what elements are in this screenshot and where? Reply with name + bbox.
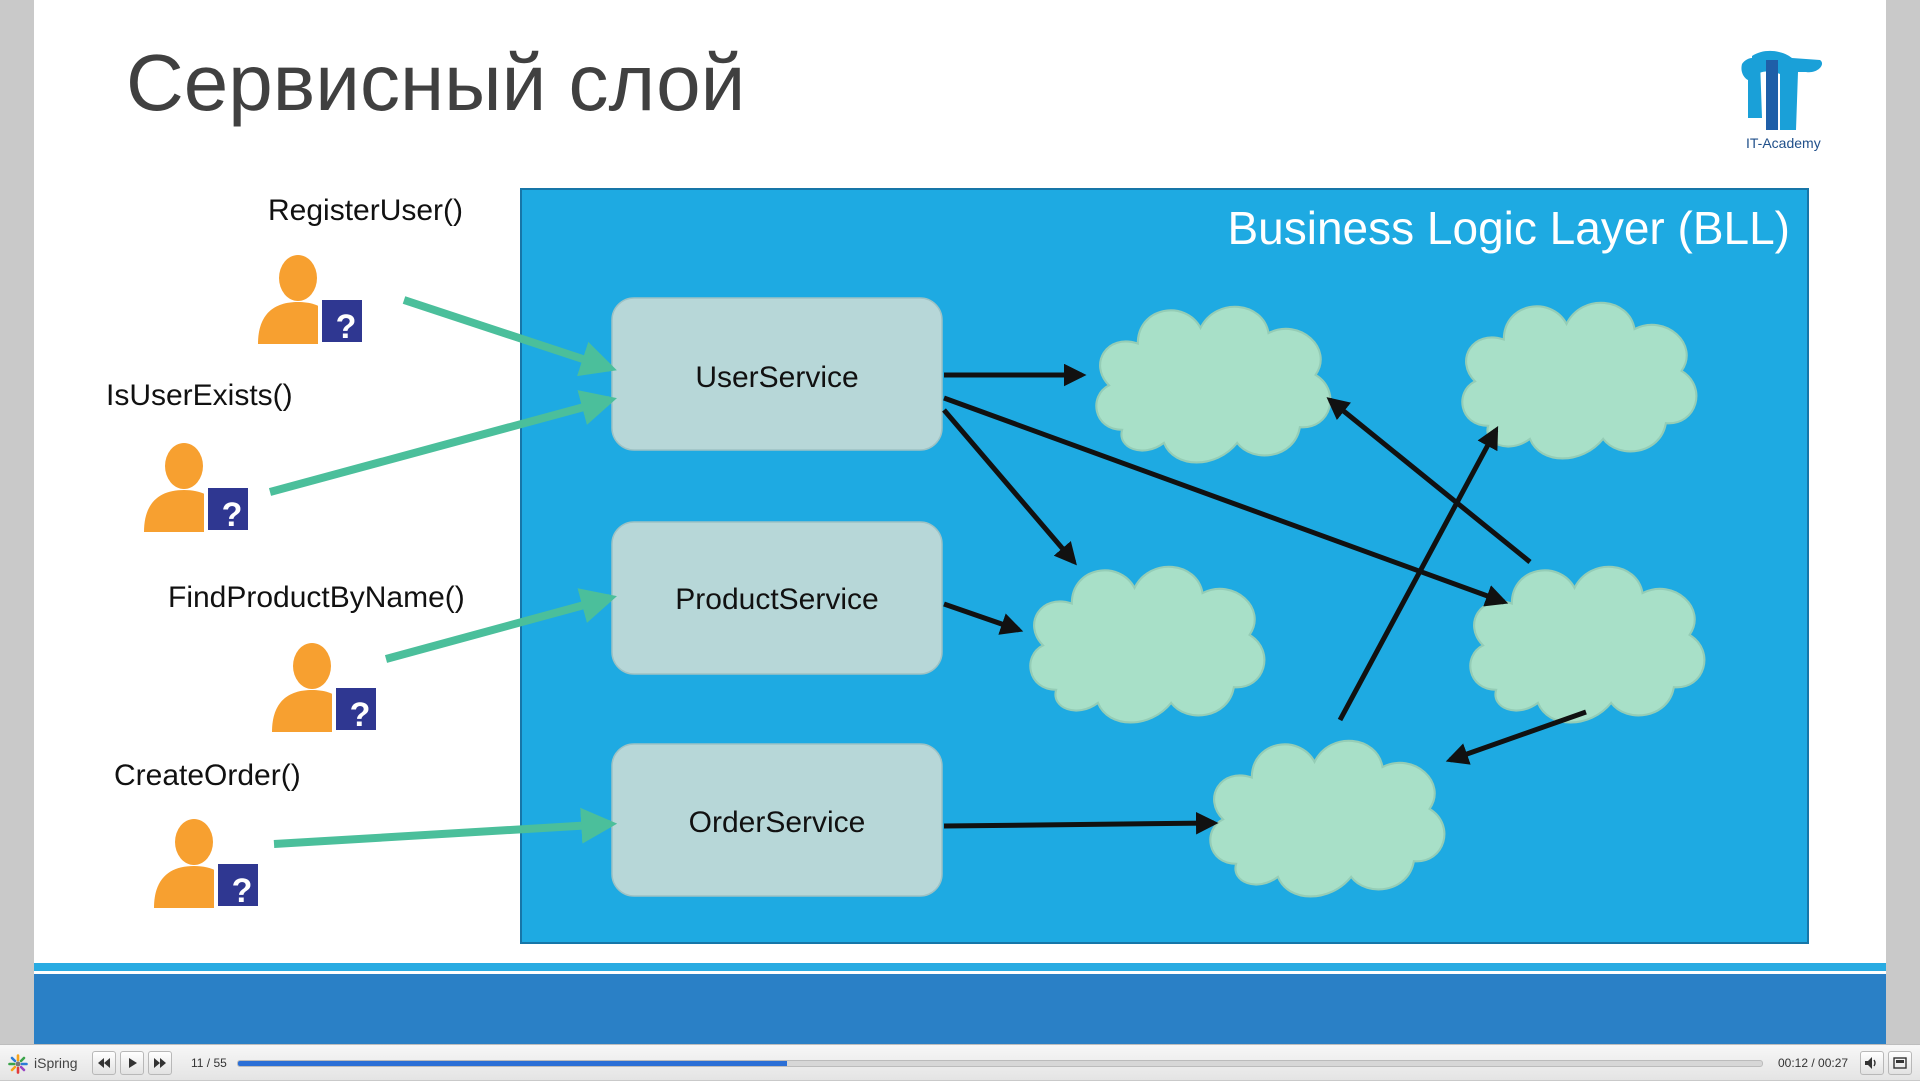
question-mark: ? [222,496,243,534]
arrow-order-to-cloud5 [943,811,1219,835]
client-label-is-user-exists: IsUserExists() [106,379,293,412]
slide-stage: Сервисный слой IT-Academy Business Logic… [34,0,1886,1044]
footer-band [34,974,1886,1044]
arrow-register-user [402,296,617,377]
user-question-icon-1: ? [256,253,366,346]
play-icon [129,1058,137,1068]
arrow-cloud5-to-cloud2 [1337,426,1499,722]
arrow-user-to-cloud3 [942,408,1077,566]
player-controls: iSpring 11 / 55 00:12 / 00:27 [0,1044,1920,1080]
it-academy-logo: IT-Academy [1741,50,1823,151]
progress-bar[interactable] [237,1060,1763,1067]
order-service-label: OrderService [689,806,866,839]
volume-icon [1865,1057,1876,1069]
logo-text: IT-Academy [1746,135,1821,151]
arrow-find-product [384,588,617,663]
slide: Сервисный слой IT-Academy Business Logic… [34,0,1886,1044]
user-service-label: UserService [695,361,858,394]
slide-title: Сервисный слой [126,38,745,127]
question-mark: ? [336,308,357,346]
ispring-logo-icon [8,1054,28,1074]
client-label-register-user: RegisterUser() [268,194,463,227]
user-question-icon-3: ? [270,641,380,734]
slide-canvas: Сервисный слой IT-Academy Business Logic… [34,38,1886,1044]
internal-arrows [942,363,1587,835]
bll-label: Business Logic Layer (BLL) [1227,202,1790,254]
user-question-icon-4: ? [152,817,262,910]
fullscreen-icon [1893,1057,1907,1069]
slide-counter: 11 / 55 [191,1056,227,1070]
user-service-box: UserService [611,297,943,451]
volume-button[interactable] [1860,1051,1884,1075]
product-service-box: ProductService [611,521,943,675]
previous-icon [98,1058,110,1068]
player-brand: iSpring [34,1055,78,1071]
arrow-user-to-cloud4 [943,395,1509,607]
next-icon [154,1058,166,1068]
arrow-cloud4-to-cloud5 [1445,709,1587,765]
next-button[interactable] [148,1051,172,1075]
fullscreen-button[interactable] [1888,1051,1912,1075]
product-service-label: ProductService [675,583,878,616]
client-label-find-product: FindProductByName() [168,581,465,614]
arrow-is-user-exists [268,390,617,496]
client-label-create-order: CreateOrder() [114,759,301,792]
question-mark: ? [232,872,253,910]
play-button[interactable] [120,1051,144,1075]
footer-accent-line [34,963,1886,971]
client-arrows [268,296,618,848]
progress-fill [238,1061,787,1066]
user-question-icon-2: ? [142,441,252,534]
order-service-box: OrderService [611,743,943,897]
arrow-cloud4-to-cloud1 [1326,397,1532,564]
arrow-create-order [273,807,618,848]
time-display: 00:12 / 00:27 [1778,1056,1849,1070]
question-mark: ? [350,696,371,734]
previous-button[interactable] [92,1051,116,1075]
arrow-product-to-cloud3 [943,601,1024,635]
